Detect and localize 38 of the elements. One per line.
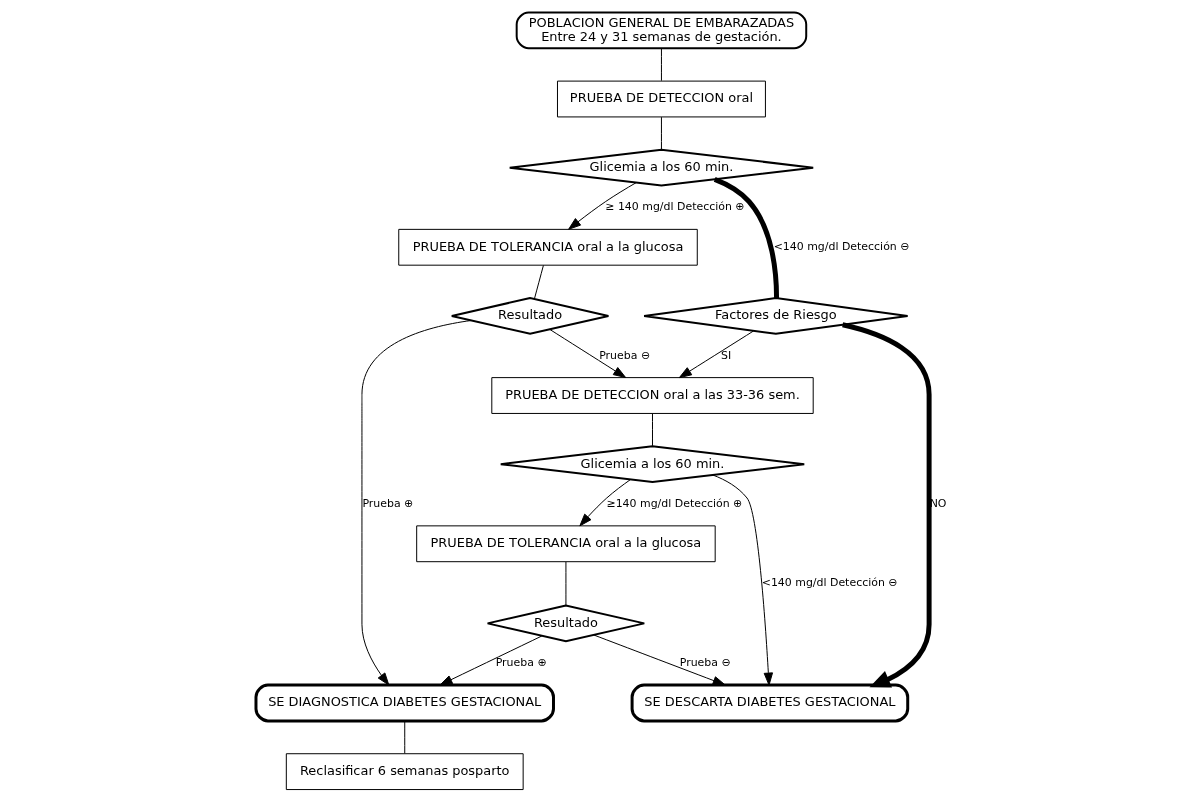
connector [660, 48, 662, 82]
arrow [592, 634, 726, 686]
node-diamond: Resultado [486, 604, 645, 643]
arrow [439, 635, 542, 686]
edge-label: <140 mg/dl Detección ⊖ [773, 240, 909, 254]
arrow [578, 479, 631, 527]
node-diamond: Resultado [450, 297, 609, 335]
edge-label: ≥ 140 mg/dl Detección ⊕ [604, 200, 744, 214]
edge-label: ≥140 mg/dl Detección ⊕ [606, 496, 742, 510]
arrow [548, 328, 626, 378]
node-box: Reclasificar 6 semanas posparto [285, 753, 524, 791]
node-box: PRUEBA DE DETECCION oral [556, 80, 766, 118]
node-box: SE DIAGNOSTICA DIABETES GESTACIONAL [254, 683, 555, 723]
node-box: PRUEBA DE TOLERANCIA oral a la glucosa [397, 228, 698, 266]
node-box: PRUEBA DE TOLERANCIA oral a la glucosa [415, 525, 716, 563]
node-diamond: Factores de Riesgo [642, 297, 909, 335]
arrow [567, 182, 637, 230]
node-box: PRUEBA DE DETECCION oral a las 33-36 sem. [490, 377, 814, 414]
connector [713, 177, 779, 299]
node-diamond: Glicemia a los 60 min. [508, 148, 814, 187]
node-box: SE DESCARTA DIABETES GESTACIONAL [630, 683, 909, 723]
connector [403, 720, 405, 754]
arrow [678, 330, 754, 379]
connector [533, 264, 544, 300]
node-diamond: Glicemia a los 60 min. [499, 445, 805, 484]
edge-label: Prueba ⊖ [598, 348, 650, 362]
connector [564, 561, 566, 606]
arrow [360, 320, 472, 686]
node-box: POBLACION GENERAL DE EMBARAZADAS Entre 24 y 31 semanas de gestación. [515, 11, 807, 50]
arrow [841, 322, 932, 688]
edge-label: Prueba ⊖ [679, 655, 731, 669]
edge-label: Prueba ⊕ [361, 496, 413, 510]
edge-label: SI [720, 348, 731, 362]
edge-label: <140 mg/dl Detección ⊖ [761, 576, 897, 590]
arrow [711, 474, 773, 686]
connector [660, 116, 662, 150]
connector [651, 413, 653, 447]
edge-label: Prueba ⊕ [495, 655, 547, 669]
